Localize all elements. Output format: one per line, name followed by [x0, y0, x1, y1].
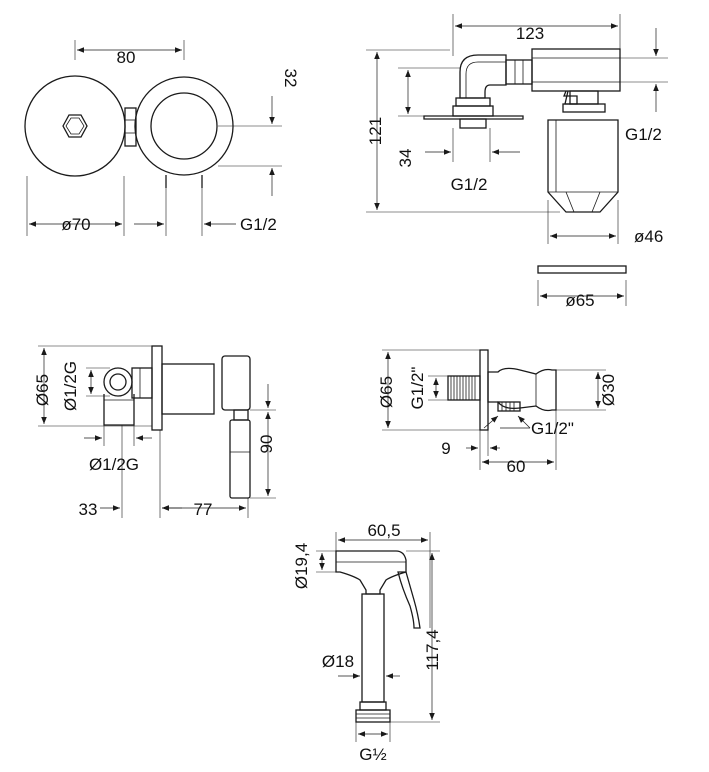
dim-lever-height: 90: [257, 435, 276, 454]
dim-length: 60: [507, 457, 526, 476]
dim-height: 117,4: [423, 629, 442, 670]
dim-thread-bottom: G1/2: [451, 175, 488, 194]
hex-nut: [62, 114, 88, 138]
dim-handle-diameter: Ø18: [322, 652, 354, 671]
outlet-pipe: [103, 394, 135, 426]
dim-depth: 33: [79, 500, 98, 519]
handle: [361, 593, 385, 703]
cover-plate: [537, 265, 627, 274]
dim-diameter-body: ø46: [634, 227, 663, 246]
dim-thread-out: G1/2": [531, 419, 574, 438]
dim-width: 80: [117, 48, 136, 67]
dim-thread: G½: [359, 745, 386, 764]
dim-plate-diameter: Ø65: [33, 374, 52, 406]
dim-plate-thickness: 9: [441, 439, 450, 458]
dim-holder-diameter: Ø30: [599, 374, 618, 406]
mixer-body: [161, 363, 215, 415]
view-wall-outlet: Ø65 G1/2" G1/2" Ø30 9 60: [377, 349, 618, 476]
view-side-mixer: 123 121 34 G1/2 G1/2 ø46 ø65: [366, 14, 668, 310]
inlet-ring: [103, 367, 133, 397]
dim-length: 77: [194, 500, 213, 519]
elbow: [459, 54, 507, 99]
dim-thread: G1/2: [240, 215, 277, 234]
dim-thread-in: G1/2": [408, 367, 427, 410]
dim-inlet: Ø1/2G: [61, 361, 80, 411]
elbow-nut: [455, 97, 491, 107]
dim-height: 121: [366, 117, 385, 145]
wall-plate: [151, 345, 163, 431]
trigger: [397, 571, 421, 629]
outlet-nipple: [497, 401, 521, 412]
dim-head-width: 60,5: [367, 521, 400, 540]
connector-pipe: [505, 59, 533, 85]
valve-body: [531, 48, 621, 92]
threaded-stub: [447, 375, 481, 401]
hose-connector: [355, 709, 391, 723]
handle-hub: [221, 355, 251, 411]
lever: [229, 419, 251, 499]
dim-length: 123: [516, 24, 544, 43]
connector: [124, 107, 137, 147]
view-front-mixer: 80 32 ø70 G1/2: [24, 40, 300, 236]
outlet-plate: [479, 349, 489, 431]
view-hand-shower: 60,5 Ø19,4 Ø18 117,4 G½: [292, 521, 442, 764]
dim-head-diameter: Ø19,4: [292, 543, 311, 589]
dim-depth: 34: [396, 149, 415, 168]
dim-plate-diameter: Ø65: [377, 376, 396, 408]
cartridge-body: [547, 119, 619, 213]
dim-diameter-plate: ø65: [565, 291, 594, 310]
right-plate-inner: [150, 92, 218, 160]
dim-outlet: Ø1/2G: [89, 455, 139, 474]
left-plate: [24, 75, 126, 177]
dim-height: 32: [281, 69, 300, 88]
shower-head: [335, 550, 407, 595]
flange-plate: [423, 115, 524, 120]
dim-thread-side: G1/2: [625, 125, 662, 144]
view-lever-mixer: Ø65 Ø1/2G Ø1/2G 33 77 90: [33, 345, 276, 519]
dim-diameter: ø70: [61, 215, 90, 234]
